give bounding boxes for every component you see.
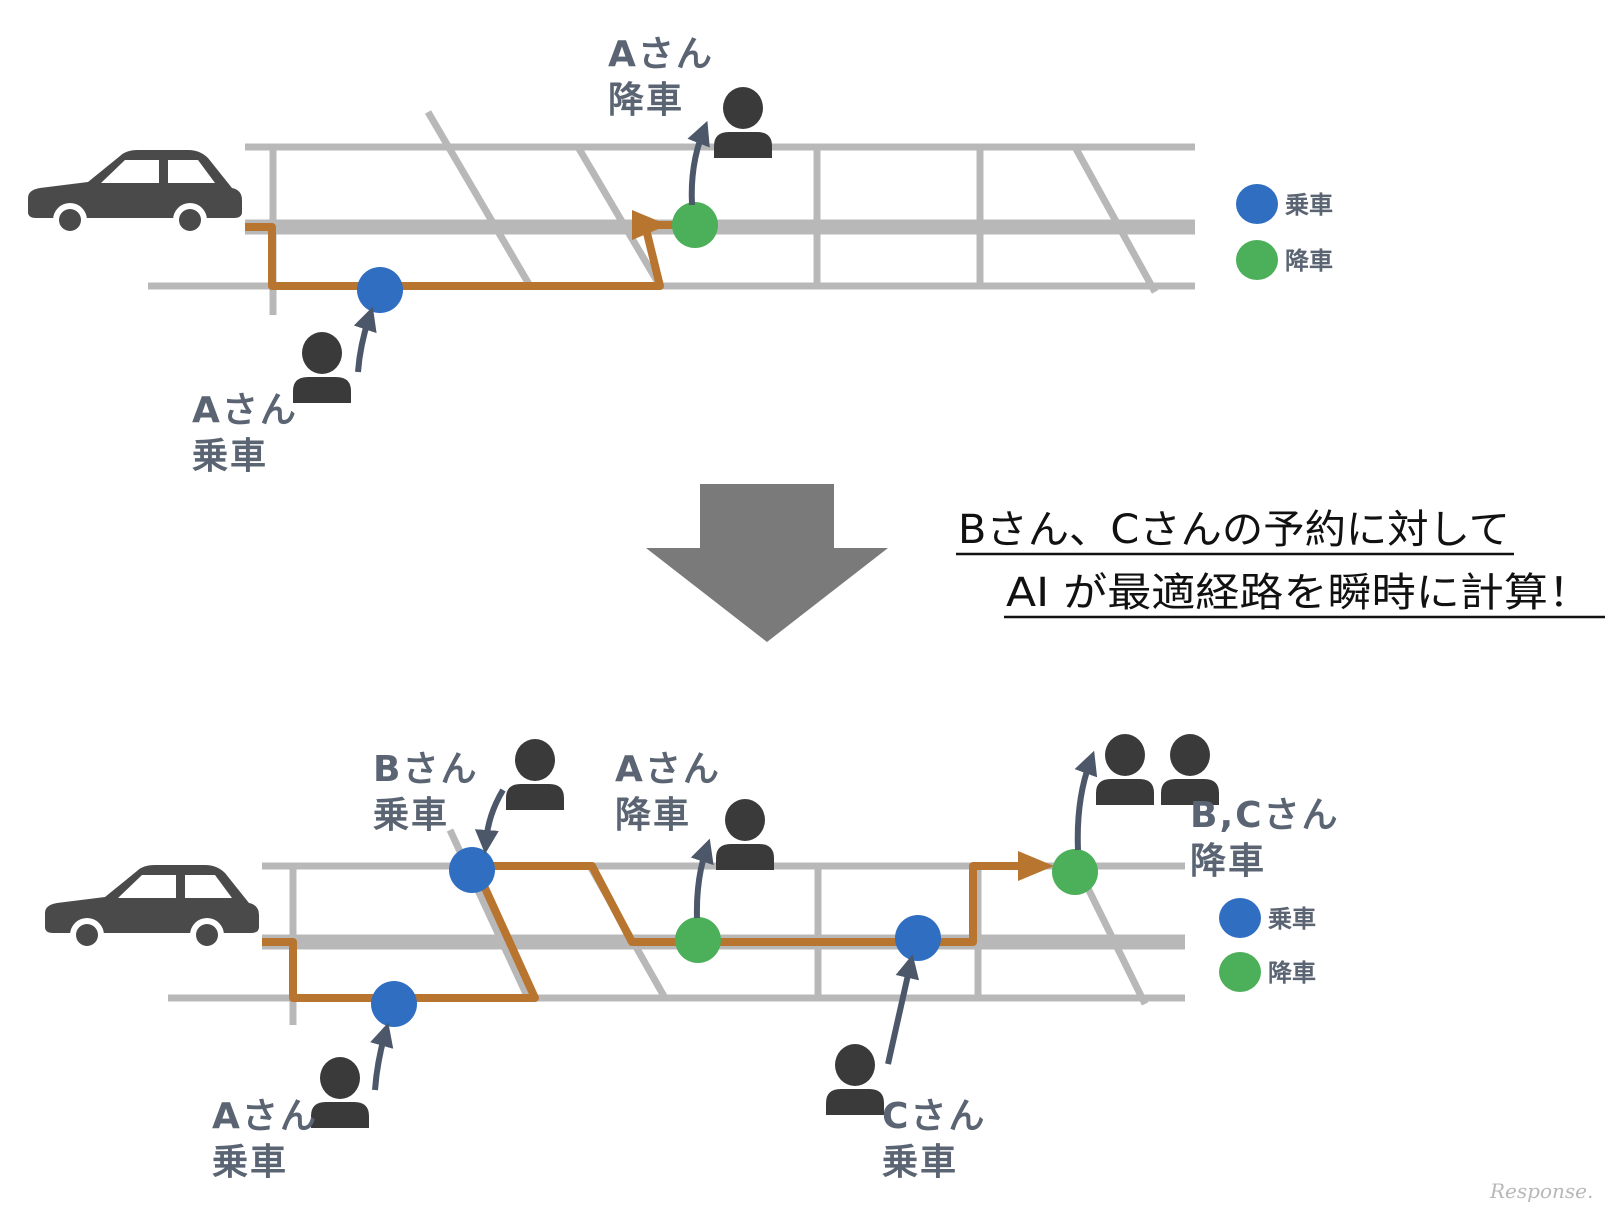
person-icon (714, 87, 772, 158)
top-a-dropoff-label-1: Aさん (608, 34, 714, 75)
bottom-b-pickup-label-1: Bさん (373, 749, 478, 790)
top-a-dropoff-label-2: 降車 (608, 80, 684, 121)
bottom-dropoff-a (675, 917, 721, 963)
bottom-bc-dropoff-label-1: B,Cさん (1190, 795, 1340, 836)
car-icon (28, 150, 242, 237)
top-a-dropoff-arrow (687, 120, 710, 206)
top-diagram: Aさん 降車 Aさん 乗車 乗車 降車 (28, 34, 1333, 477)
legend-dropoff-dot (1236, 240, 1278, 280)
legend-dropoff-label: 降車 (1285, 247, 1333, 275)
headline: Bさん、Cさんの予約に対して AI が最適経路を瞬時に計算！ (956, 507, 1605, 619)
top-a-pickup-label-1: Aさん (192, 390, 298, 431)
bottom-dropoff-bc (1052, 849, 1098, 895)
bottom-route (262, 862, 1032, 1002)
top-legend: 乗車 降車 (1236, 184, 1333, 280)
bottom-route-arrowhead (1018, 851, 1054, 881)
bottom-c-pickup-label-2: 乗車 (882, 1142, 958, 1183)
top-a-pickup-arrow (353, 306, 377, 373)
top-a-pickup-label-2: 乗車 (192, 436, 268, 477)
car-icon (45, 865, 259, 952)
legend-pickup-dot (1236, 184, 1278, 224)
bottom-a-pickup-label-1: Aさん (212, 1096, 318, 1137)
headline-line-2: AI が最適経路を瞬時に計算！ (1006, 570, 1592, 616)
watermark: Response. (1489, 1179, 1593, 1203)
bottom-b-pickup-label-2: 乗車 (373, 795, 449, 836)
legend-pickup-label: 乗車 (1285, 191, 1333, 219)
bottom-pickup-a (371, 981, 417, 1027)
big-down-arrow-icon (646, 484, 888, 642)
headline-line-1: Bさん、Cさんの予約に対して (958, 507, 1510, 553)
person-icon (311, 1057, 369, 1128)
bottom-a-dropoff-label-2: 降車 (615, 795, 691, 836)
person-icon (716, 799, 774, 870)
legend-pickup-label: 乗車 (1268, 905, 1316, 933)
bottom-a-dropoff-label-1: Aさん (615, 749, 721, 790)
top-route-arrowhead (632, 210, 668, 240)
legend-dropoff-label: 降車 (1268, 959, 1316, 987)
bottom-bc-dropoff-label-2: 降車 (1190, 841, 1266, 882)
bottom-pickup-b (449, 847, 495, 893)
bottom-pickup-c (895, 915, 941, 961)
bottom-a-pickup-arrow (370, 1022, 394, 1091)
person-icon (1096, 734, 1154, 805)
person-icon (826, 1044, 884, 1115)
legend-pickup-dot (1219, 898, 1261, 938)
bottom-bc-dropoff-arrow (1074, 750, 1098, 851)
bottom-c-pickup-arrow (885, 954, 920, 1065)
top-dropoff-a (672, 202, 718, 248)
legend-dropoff-dot (1219, 952, 1261, 992)
top-pickup-a (357, 267, 403, 313)
bottom-legend: 乗車 降車 (1219, 898, 1316, 992)
bottom-a-pickup-label-2: 乗車 (212, 1142, 288, 1183)
bottom-b-pickup-arrow (474, 788, 506, 854)
bottom-a-dropoff-arrow (690, 838, 714, 919)
bottom-c-pickup-label-1: Cさん (882, 1096, 986, 1137)
person-icon (506, 739, 564, 810)
bottom-diagram: Bさん 乗車 Aさん 降車 B,Cさん 降車 Aさん 乗車 Cさん 乗車 乗車 … (45, 734, 1340, 1183)
person-icon (293, 332, 351, 403)
